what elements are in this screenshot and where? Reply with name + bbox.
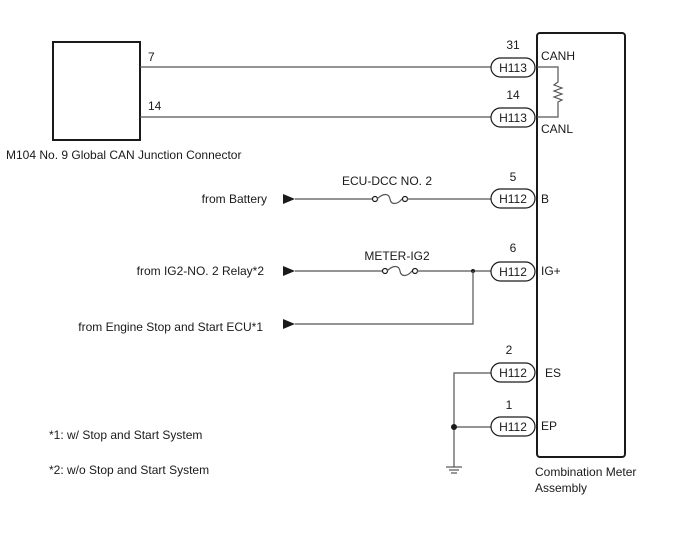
connector-id: H113 <box>499 111 527 125</box>
ig2-relay-arrow-icon <box>283 266 295 276</box>
source-engine-ecu: from Engine Stop and Start ECU*1 <box>78 320 263 334</box>
engine-ecu-wire <box>295 271 474 325</box>
fuse-ecu-dcc-icon <box>376 193 403 205</box>
terminal-canh: H113 31 CANH <box>490 38 575 78</box>
terminal-name: ES <box>545 366 561 380</box>
junction-connector-label: M104 No. 9 Global CAN Junction Connector <box>6 148 241 162</box>
fuse-ecu-dcc-label: ECU-DCC NO. 2 <box>342 174 432 188</box>
terminal-es: H112 2 ES <box>490 343 561 383</box>
pin-number: 1 <box>506 398 513 412</box>
source-battery: from Battery <box>202 192 267 206</box>
terminal-ep: H112 1 EP <box>490 398 557 437</box>
footnote-2: *2: w/o Stop and Start System <box>49 463 209 477</box>
terminal-name: EP <box>541 419 557 433</box>
source-ig2-relay: from IG2-NO. 2 Relay*2 <box>137 264 265 278</box>
connector-id: H112 <box>499 420 527 434</box>
ground-junction-dot <box>451 424 457 430</box>
combination-meter-box <box>536 32 626 458</box>
terminal-canl: H113 14 CANL <box>490 88 573 136</box>
junction-connector-box <box>52 41 141 141</box>
connector-id: H112 <box>499 265 527 279</box>
fuse-ecu-dcc-terminal-b <box>401 195 409 203</box>
fuse-meter-ig2-terminal-b <box>411 267 419 275</box>
pin-number: 14 <box>506 88 520 102</box>
footnote-1: *1: w/ Stop and Start System <box>49 428 202 442</box>
battery-arrow-icon <box>283 194 295 204</box>
terminal-ig-plus: H112 6 IG+ <box>490 241 561 282</box>
terminal-name: IG+ <box>541 264 561 278</box>
pin-number: 5 <box>510 170 517 184</box>
terminal-name: CANL <box>541 122 573 136</box>
fuse-meter-ig2-icon <box>386 265 413 277</box>
engine-ecu-arrow-icon <box>283 319 295 329</box>
pin-number: 2 <box>506 343 513 357</box>
junction-pin-canh: 7 <box>148 50 155 64</box>
connector-id: H112 <box>499 366 527 380</box>
terminating-resistor-icon <box>537 66 564 118</box>
pin-number: 31 <box>506 38 520 52</box>
junction-pin-canl: 14 <box>148 99 162 113</box>
meter-label-line1: Combination Meter <box>535 465 636 479</box>
fuse-ecu-dcc-terminal-a <box>371 195 379 203</box>
pin-number: 6 <box>510 241 517 255</box>
terminal-b: H112 5 B <box>490 170 549 209</box>
connector-id: H113 <box>499 61 527 75</box>
es-ground-wire <box>453 372 491 467</box>
connector-id: H112 <box>499 192 527 206</box>
terminal-name: CANH <box>541 49 575 63</box>
terminal-name: B <box>541 192 549 206</box>
meter-label-line2: Assembly <box>535 481 587 495</box>
fuse-meter-ig2-terminal-a <box>381 267 389 275</box>
fuse-meter-ig2-label: METER-IG2 <box>364 249 430 263</box>
ground-icon <box>446 466 462 474</box>
